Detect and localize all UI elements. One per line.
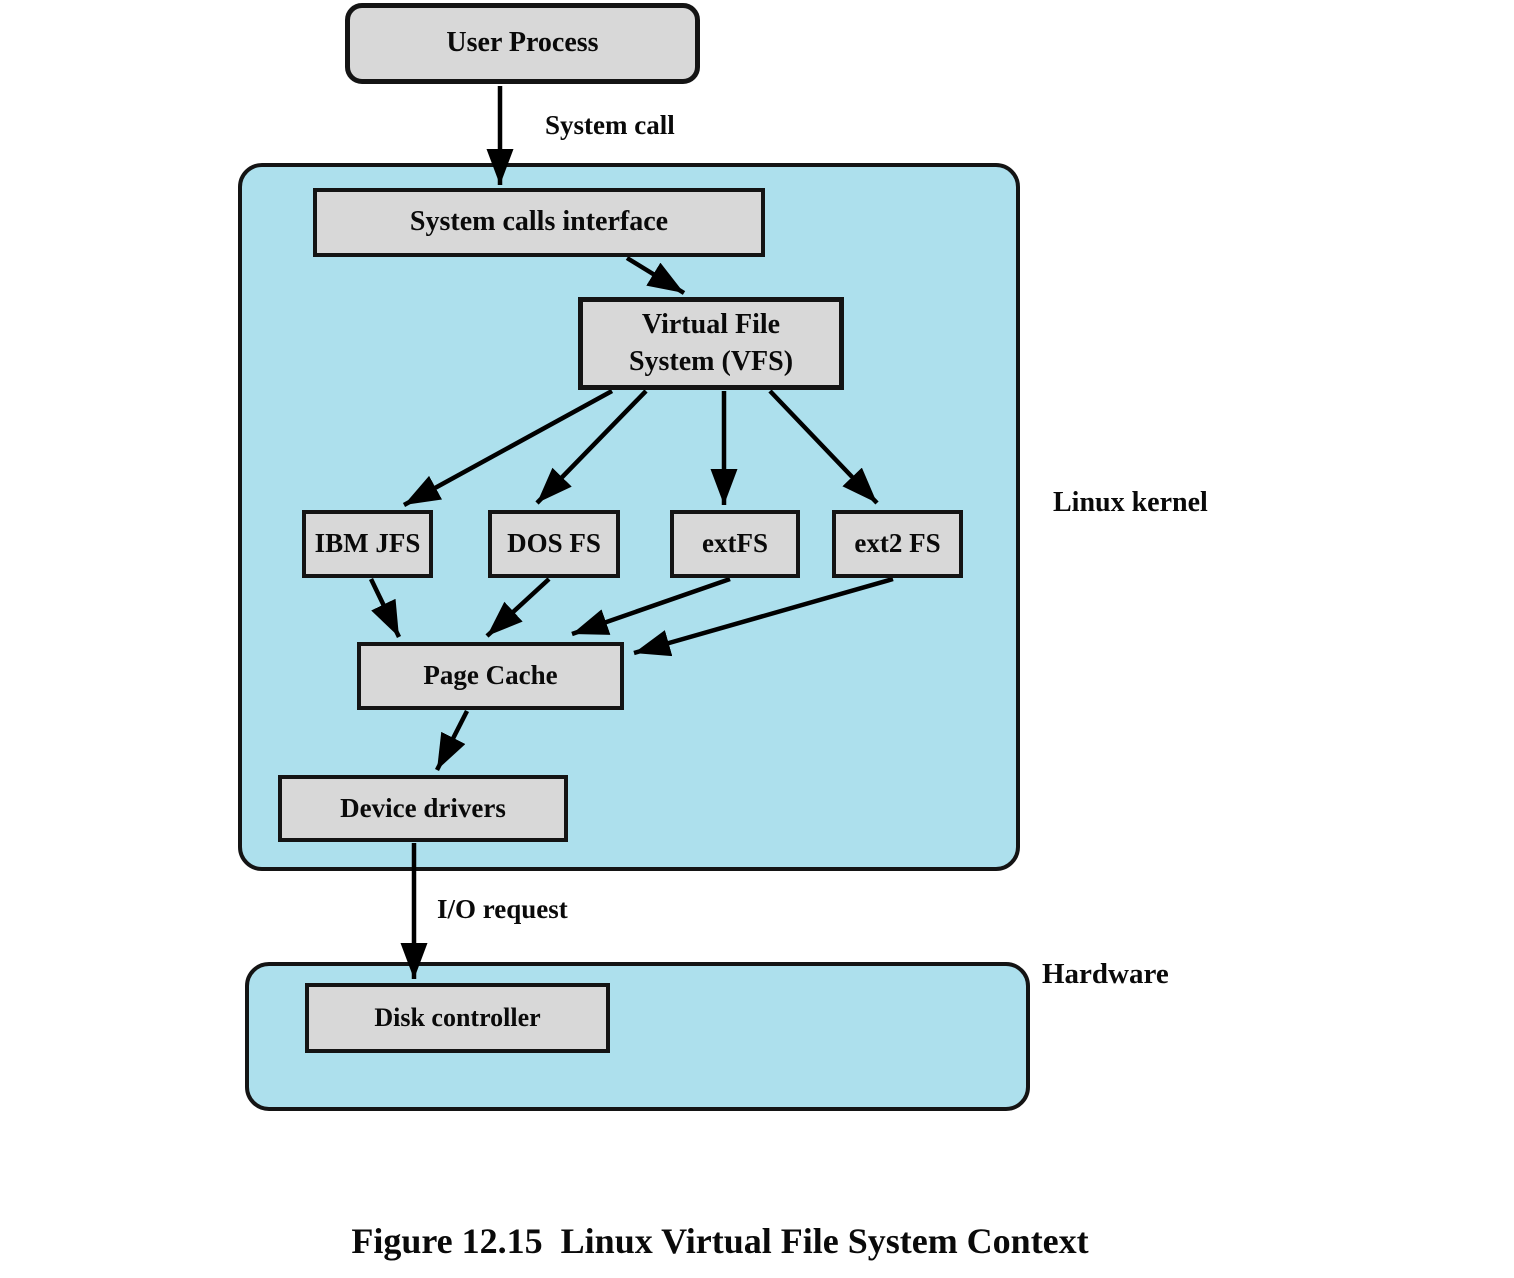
edge-vfs-to-ext2-fs	[768, 389, 879, 505]
vfs-label: Virtual File System (VFS)	[629, 307, 793, 380]
extfs-node: extFS	[670, 510, 800, 578]
system-calls-interface-label: System calls interface	[409, 206, 669, 238]
system-call-edge-label: System call	[545, 110, 675, 140]
ibm-jfs-node: IBM JFS	[302, 510, 433, 578]
vfs-node: Virtual File System (VFS)	[578, 297, 844, 390]
system-calls-interface-node: System calls interface	[313, 188, 765, 257]
device-drivers-node: Device drivers	[278, 775, 568, 842]
page-cache-node: Page Cache	[357, 642, 624, 710]
disk-controller-node: Disk controller	[305, 983, 610, 1053]
edge-ibm-jfs-to-page-cache	[368, 578, 402, 638]
ext2-fs-label: ext2 FS	[854, 528, 941, 559]
edge-system-calls-interface-to-vfs	[625, 256, 686, 295]
io-request-edge-label: I/O request	[437, 894, 568, 924]
figure-caption: Figure 12.15 Linux Virtual File System Co…	[0, 1220, 1440, 1262]
figure-caption-number: Figure 12.15	[351, 1221, 543, 1261]
extfs-label: extFS	[702, 528, 768, 559]
ibm-jfs-label: IBM JFS	[314, 528, 421, 559]
vfs-label-line1: Virtual File	[641, 309, 781, 341]
user-process-node: User Process	[345, 3, 700, 84]
dos-fs-node: DOS FS	[488, 510, 620, 578]
figure-caption-title: Linux Virtual File System Context	[560, 1221, 1089, 1261]
edge-page-cache-to-device-drivers	[434, 709, 470, 772]
device-drivers-label: Device drivers	[340, 792, 506, 823]
edge-vfs-to-dos-fs	[535, 389, 648, 505]
page-cache-label: Page Cache	[423, 660, 558, 691]
edge-dos-fs-to-page-cache	[485, 577, 551, 638]
vfs-label-line2: System (VFS)	[628, 345, 794, 377]
linux-kernel-region-label: Linux kernel	[1053, 487, 1208, 518]
ext2-fs-node: ext2 FS	[832, 510, 963, 578]
edge-extfs-to-page-cache	[571, 576, 731, 637]
disk-controller-label: Disk controller	[374, 1003, 541, 1033]
edge-ext2-fs-to-page-cache	[633, 576, 894, 657]
user-process-label: User Process	[446, 27, 599, 59]
dos-fs-label: DOS FS	[507, 528, 601, 559]
hardware-region-label: Hardware	[1042, 958, 1169, 990]
edge-vfs-to-ibm-jfs	[402, 389, 614, 507]
